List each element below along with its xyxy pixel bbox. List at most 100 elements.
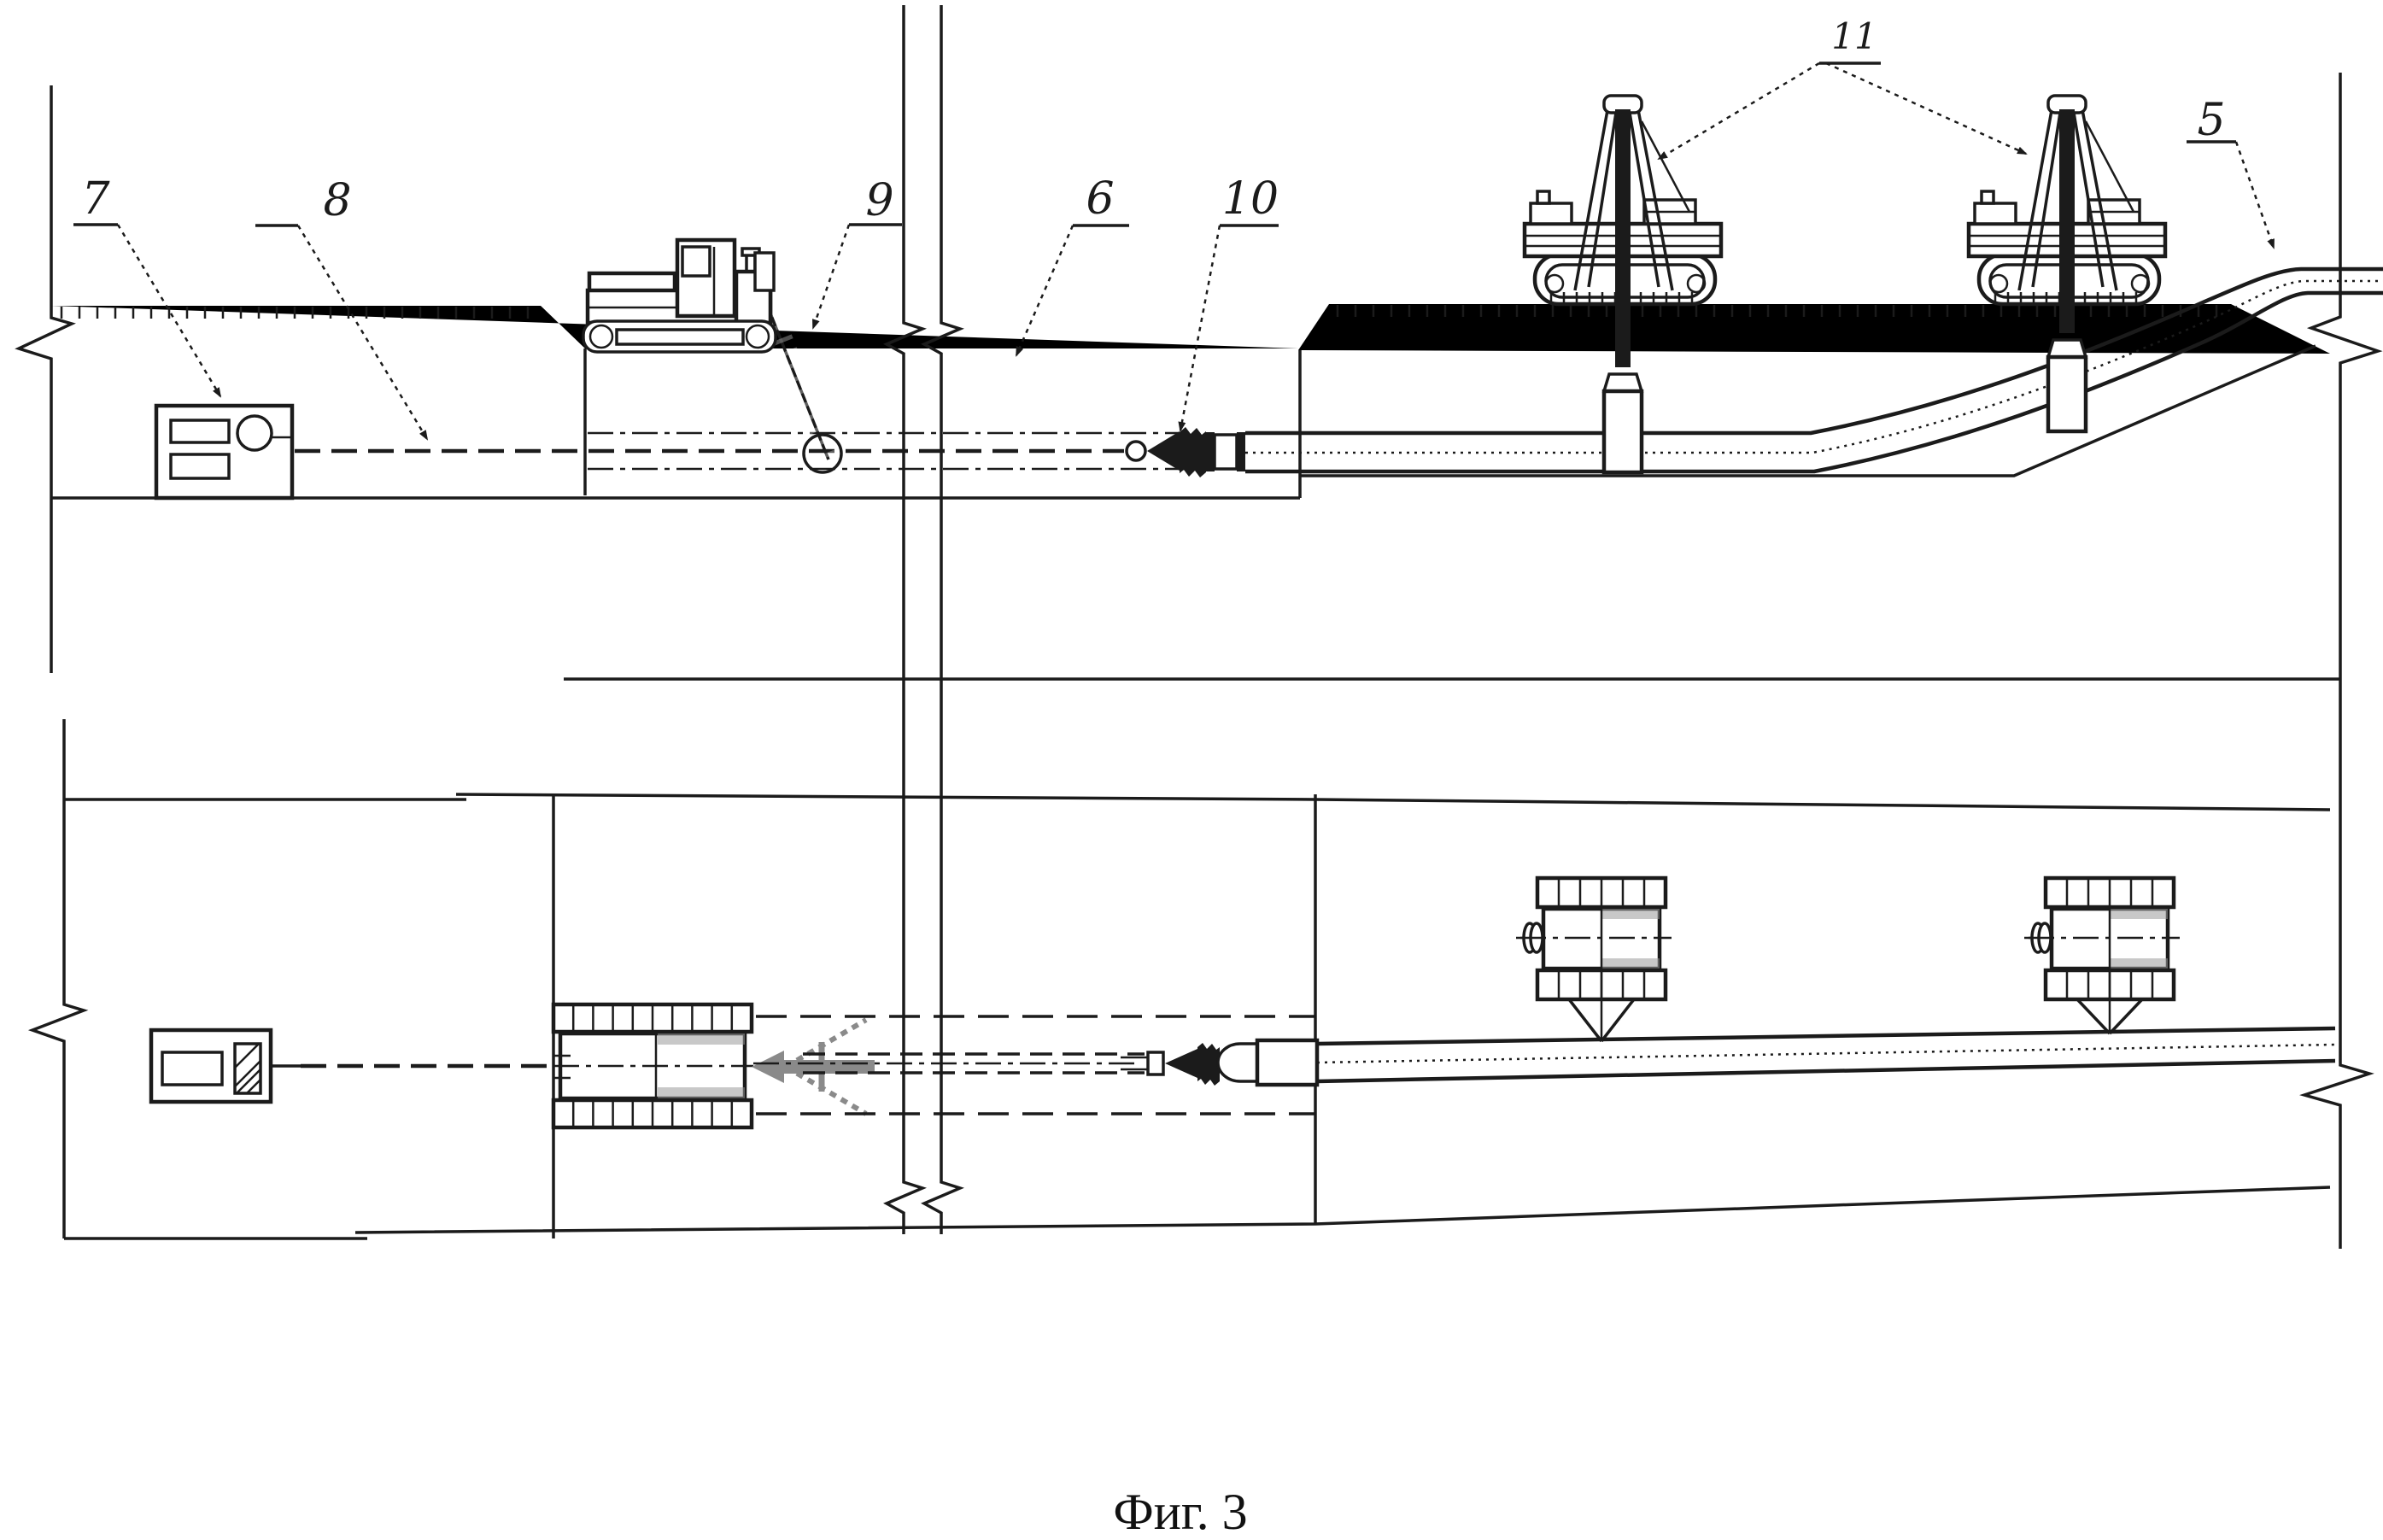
pipelayer-elevation xyxy=(1522,94,1724,475)
pipe-bottom-plan xyxy=(1316,1058,2336,1084)
pipe-sling xyxy=(1601,372,1644,393)
instrument-slot-1 xyxy=(169,419,231,444)
callout-leader xyxy=(1178,225,1221,432)
pipelayer-machines-plan xyxy=(1516,875,2180,1043)
break-line-mid-1-plan xyxy=(883,679,928,1234)
callout-9: 9 xyxy=(811,175,902,330)
break-line-right-plan xyxy=(2299,679,2374,1249)
pipe-centerline xyxy=(1245,279,2383,454)
callout-leader xyxy=(1015,225,1074,357)
pipe-top xyxy=(1245,266,2383,436)
counterweight-box xyxy=(1529,202,1573,225)
boom-plan-root xyxy=(752,1051,784,1083)
boom-sprocket xyxy=(802,433,843,474)
collar-body xyxy=(1213,433,1238,471)
boom-backstay xyxy=(2084,120,2135,213)
callout-leader xyxy=(1825,61,2028,155)
callout-7: 7 xyxy=(73,173,222,398)
instrument-slot-plan xyxy=(161,1051,224,1086)
pipeline-plan xyxy=(1316,1026,2336,1084)
break-line-mid-2 xyxy=(921,5,965,679)
break-line-mid-1 xyxy=(883,5,928,679)
pipe-sling xyxy=(2046,338,2088,359)
head-cone-plan xyxy=(1165,1049,1197,1078)
ground-hatch-marks xyxy=(60,305,2218,319)
reamer-cutters-plan xyxy=(1197,1043,1220,1086)
counterweight-box xyxy=(1973,202,2017,225)
trencher-hood xyxy=(734,269,773,325)
pipelayer-machines xyxy=(1522,94,2168,475)
bore-path-plan xyxy=(753,1015,1315,1115)
callout-labels: 7 8 9 6 10 11 5 xyxy=(73,15,2275,441)
reamer-head-plan xyxy=(1121,1038,1320,1087)
boom-plan-v xyxy=(1567,998,1636,1043)
boom-plan-v xyxy=(2076,998,2144,1035)
a-frame-boom xyxy=(2017,100,2118,291)
reamer-cutters xyxy=(1180,427,1206,477)
trench-bottom xyxy=(1300,344,2316,477)
pipe-top-plan xyxy=(1316,1026,2336,1046)
pipeline-elevation xyxy=(1245,266,2383,474)
callout-8: 8 xyxy=(255,175,429,441)
pipe-cradle-roller xyxy=(1601,389,1644,475)
break-line-left-plan xyxy=(27,719,89,1238)
callout-number: 8 xyxy=(323,175,351,226)
exhaust-stack xyxy=(1980,190,1995,205)
pipe-centerline-plan xyxy=(1316,1043,2336,1064)
trencher-pads-bottom xyxy=(551,1098,754,1130)
reamer-head xyxy=(1125,427,1245,477)
callout-10: 10 xyxy=(1178,173,1279,432)
boom-plan-spread xyxy=(784,1017,868,1116)
ground-surface-right xyxy=(1298,304,2330,354)
head-cone xyxy=(1147,431,1180,471)
callout-number: 5 xyxy=(2197,95,2225,146)
track-wheel xyxy=(588,324,614,349)
callout-number: 7 xyxy=(81,173,110,225)
boom-plan-shaft xyxy=(781,1060,875,1074)
callout-number: 11 xyxy=(1831,15,1877,57)
break-line-right xyxy=(2306,73,2383,679)
pilot-bore-lines xyxy=(295,431,1192,471)
pulling-eye xyxy=(1125,440,1147,462)
callout-leader xyxy=(296,225,429,441)
collar-flange xyxy=(1206,432,1215,471)
a-frame-boom xyxy=(1573,100,1674,291)
hoist-line xyxy=(1615,109,1631,367)
callout-leader xyxy=(1657,61,1820,161)
terrain-profile xyxy=(15,5,2383,681)
boom-backstay xyxy=(1640,120,1691,213)
swivel-plan xyxy=(1146,1051,1165,1076)
locator-instrument-plan xyxy=(149,1028,553,1104)
callout-5: 5 xyxy=(2187,95,2275,249)
figure-caption: Фиг. 3 xyxy=(1113,1484,1247,1540)
break-line-mid-2-plan xyxy=(921,679,965,1234)
trencher-plan xyxy=(551,1002,875,1130)
trencher-machine xyxy=(582,237,843,474)
pipe-bottom xyxy=(1245,290,2383,474)
pipe-collar-plan xyxy=(1255,1038,1320,1087)
instrument-slot-2 xyxy=(169,453,231,480)
trencher-pads-top xyxy=(551,1002,754,1034)
callout-6: 6 xyxy=(1015,173,1129,357)
right-of-way-bounds xyxy=(27,679,2374,1249)
hoist-line xyxy=(2059,109,2075,333)
callout-11: 11 xyxy=(1657,15,2028,161)
callout-leader xyxy=(811,224,851,330)
instrument-dial xyxy=(236,414,273,452)
callout-leader xyxy=(2234,141,2275,249)
track-pads xyxy=(615,328,745,346)
collar-capsule-plan xyxy=(1216,1042,1259,1083)
crawler-pads-top xyxy=(1535,875,1668,910)
crawler-pads-top xyxy=(2043,875,2176,910)
track-wheel xyxy=(745,324,770,349)
callout-number: 9 xyxy=(865,175,893,226)
pipelayer-elevation xyxy=(1966,94,2168,434)
locator-instrument xyxy=(154,403,295,501)
plan-view xyxy=(27,679,2374,1249)
bore-outline-plan xyxy=(803,1052,1145,1074)
boom-mast xyxy=(753,251,776,292)
callout-number: 10 xyxy=(1222,173,1279,225)
exhaust-stack xyxy=(1536,190,1551,205)
